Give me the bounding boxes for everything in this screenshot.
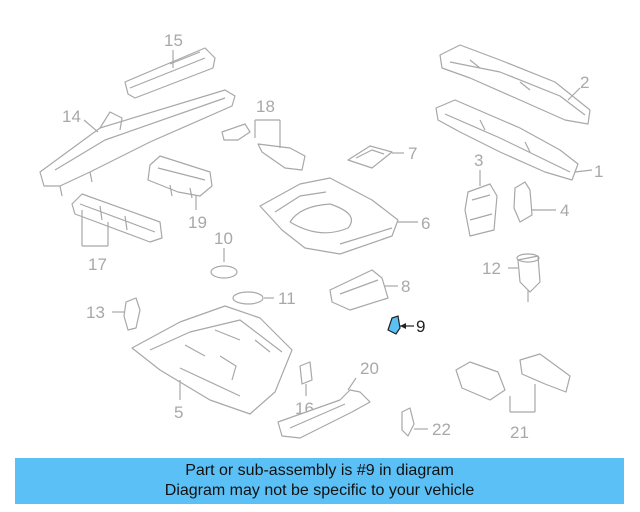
callout-8[interactable]: 8 [401, 277, 410, 296]
part-13-shape [123, 297, 141, 331]
parts-diagram: 15 14 18 2 1 7 3 4 [39, 31, 603, 442]
part-19-shape [147, 155, 213, 199]
banner-line-1: Part or sub-assembly is #9 in diagram [185, 462, 454, 479]
callout-15[interactable]: 15 [164, 31, 183, 50]
part-9-shape[interactable] [387, 315, 401, 335]
part-11-shape [232, 291, 264, 305]
banner-line-2: Diagram may not be specific to your vehi… [164, 482, 475, 499]
part-16-shape [299, 361, 313, 385]
part-22-shape [401, 407, 415, 437]
callout-11[interactable]: 11 [278, 289, 296, 308]
callout-14[interactable]: 14 [62, 107, 81, 126]
callout-22[interactable]: 22 [432, 420, 451, 439]
part-8-shape [329, 269, 389, 311]
part-5-shape [131, 305, 293, 415]
callout-18[interactable]: 18 [256, 97, 275, 116]
part-4-shape [513, 181, 533, 223]
info-banner: Part or sub-assembly is #9 in diagram Di… [15, 458, 624, 504]
callout-7[interactable]: 7 [408, 144, 417, 163]
part-10-shape [210, 265, 238, 279]
part-6-shape [259, 177, 399, 255]
part-14-shape [39, 89, 236, 197]
callout-2[interactable]: 2 [580, 73, 589, 92]
callout-17[interactable]: 17 [88, 255, 107, 274]
callout-1[interactable]: 1 [594, 162, 603, 181]
part-12-shape [516, 253, 541, 302]
callout-21[interactable]: 21 [510, 423, 529, 442]
callout-10[interactable]: 10 [214, 229, 233, 248]
callout-12[interactable]: 12 [482, 259, 501, 278]
part-18-shape [221, 123, 306, 171]
callout-4[interactable]: 4 [560, 201, 569, 220]
callout-5[interactable]: 5 [174, 403, 183, 422]
callout-6[interactable]: 6 [421, 214, 430, 233]
part-3-shape [464, 183, 498, 237]
part-15-shape [124, 47, 216, 99]
part-20-shape [277, 389, 371, 439]
callout-19[interactable]: 19 [188, 213, 207, 232]
callout-9[interactable]: 9 [416, 317, 425, 336]
part-2-shape [439, 44, 591, 125]
part-7-shape [347, 145, 393, 169]
part-1-shape [435, 99, 579, 181]
part-17-shape [71, 193, 163, 243]
callout-3[interactable]: 3 [474, 151, 483, 170]
part-21-shape [455, 353, 571, 401]
callout-13[interactable]: 13 [86, 303, 105, 322]
callout-20[interactable]: 20 [360, 359, 379, 378]
